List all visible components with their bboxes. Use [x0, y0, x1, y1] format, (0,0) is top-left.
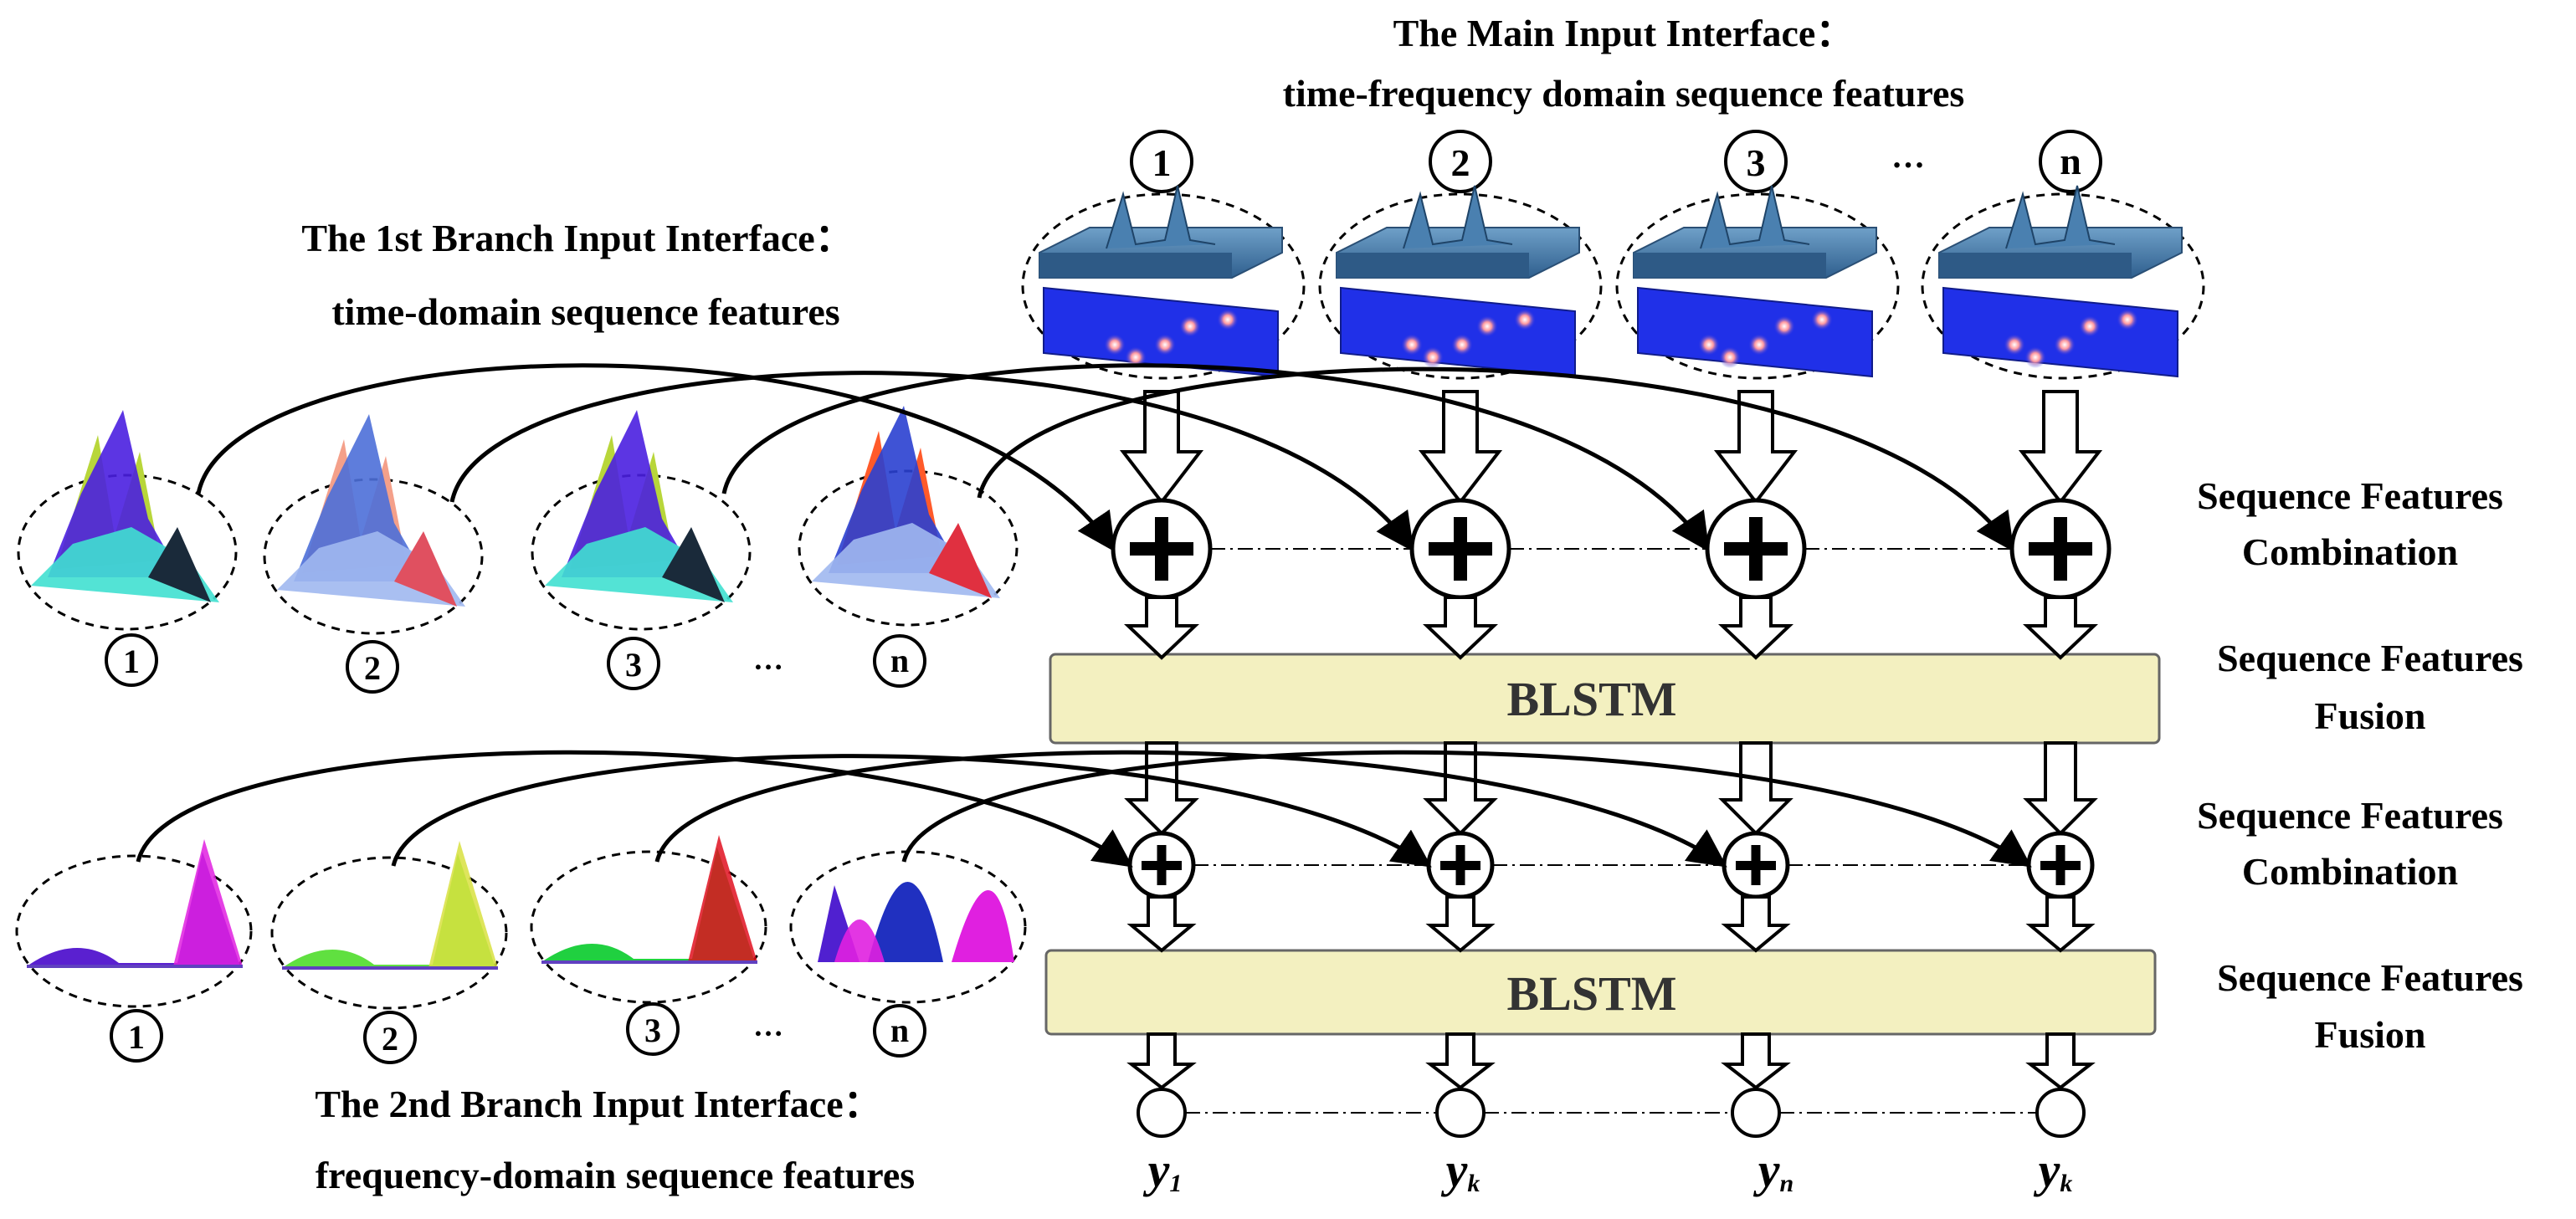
main-ellipsis: … [1891, 137, 1925, 175]
branch2-ellipsis: … [753, 1009, 783, 1042]
combination1-line1: Sequence Features [2197, 474, 2503, 517]
output-labels: y1 yk yn yk [1143, 1143, 2073, 1197]
branch1-ellipsis: … [753, 643, 783, 676]
main-number-2: 2 [1451, 141, 1470, 184]
arrow-blstm2-to-output-4 [2025, 1032, 2096, 1090]
arrow-main-to-combination1-2 [1418, 390, 1503, 505]
arrow-combination1-to-blstm1-4 [2022, 596, 2099, 660]
fusion1-line1: Sequence Features [2217, 637, 2523, 679]
arrow-blstm2-to-output-3 [1721, 1032, 1791, 1090]
main-thumbnail-3 [1615, 185, 1900, 380]
main-input-thumbnails [1021, 185, 2205, 380]
arrow-combination2-to-blstm2-4 [2025, 895, 2096, 953]
blstm-label-2: BLSTM [1506, 966, 1676, 1021]
branch2-number-2: 2 [382, 1020, 398, 1058]
main-input-subtitle: time-frequency domain sequence features [1283, 72, 1965, 115]
branch2-number-3: 3 [644, 1012, 661, 1049]
branch2-number-n: n [890, 1012, 909, 1049]
main-input-numbers: 1 2 3 … n [1130, 130, 2102, 193]
main-thumbnail-4 [1921, 185, 2205, 380]
flow-structure [1044, 390, 2161, 1138]
combination2-line2: Combination [2242, 850, 2458, 893]
blstm-label-1: BLSTM [1506, 672, 1676, 726]
branch1-thumbnail-2 [263, 414, 484, 635]
arrow-combination1-to-blstm1-1 [1123, 596, 1200, 660]
main-input-title: The Main Input Interface： [1393, 12, 1855, 54]
branch2-subtitle: frequency-domain sequence features [316, 1154, 915, 1196]
connector-branch1-4 [977, 366, 2014, 552]
arrow-combination1-to-blstm1-3 [1717, 596, 1794, 660]
main-number-3: 3 [1747, 141, 1766, 184]
arrow-blstm2-to-output-1 [1126, 1032, 1197, 1090]
connector-branch2-2 [391, 754, 1432, 868]
fusion1-line2: Fusion [2315, 694, 2426, 737]
fusion2-line1: Sequence Features [2217, 956, 2523, 999]
branch1-number-n: n [890, 642, 909, 679]
output-label-3: yn [1753, 1143, 1793, 1197]
output-node-3 [1731, 1088, 1781, 1138]
arrow-blstm1-to-combination2-3 [1718, 741, 1793, 836]
main-thumbnail-1 [1021, 185, 1306, 380]
branch1-thumbnail-1 [17, 410, 238, 631]
branch1-number-1: 1 [123, 643, 140, 680]
connector-branch2-3 [654, 750, 1727, 868]
branch2-number-1: 1 [128, 1018, 145, 1056]
arrow-blstm2-to-output-2 [1425, 1032, 1496, 1090]
branch2-numbers: 1 2 3 … n [110, 1002, 926, 1064]
main-thumbnail-2 [1318, 185, 1603, 380]
branch2-thumbnail-2 [270, 841, 508, 1010]
branch2-thumbnails [15, 835, 1027, 1010]
connector-branch2-1 [136, 750, 1133, 868]
branch1-number-3: 3 [625, 646, 642, 684]
branch2-thumbnail-4 [789, 850, 1027, 1004]
main-number-n: n [2060, 140, 2081, 182]
output-label-4: yk [2034, 1143, 2073, 1197]
arrow-blstm1-to-combination2-4 [2023, 741, 2098, 836]
arrow-main-to-combination1-4 [2018, 390, 2103, 505]
blstm-block-1 [1049, 653, 2161, 745]
fusion2-line2: Fusion [2315, 1013, 2426, 1056]
output-label-1: y1 [1143, 1143, 1183, 1197]
branch1-numbers: 1 2 3 … n [105, 633, 926, 694]
branch1-thumbnails [17, 406, 1019, 635]
arrow-blstm1-to-combination2-1 [1124, 741, 1199, 836]
output-node-4 [2035, 1088, 2086, 1138]
arrow-combination2-to-blstm2-3 [1721, 895, 1791, 953]
connector-branch1-2 [449, 371, 1414, 552]
branch1-thumbnail-3 [531, 410, 752, 631]
branch1-number-2: 2 [364, 649, 381, 687]
branch1-thumbnail-4 [798, 406, 1019, 627]
connector-branch1-3 [721, 363, 1710, 552]
arrow-combination2-to-blstm2-1 [1126, 895, 1197, 953]
branch2-thumbnail-1 [15, 839, 253, 1008]
combination2-line1: Sequence Features [2197, 794, 2503, 837]
output-node-2 [1435, 1088, 1486, 1138]
side-labels: Sequence Features Combination Sequence F… [2197, 474, 2523, 1056]
arrow-combination1-to-blstm1-2 [1422, 596, 1499, 660]
arrow-blstm1-to-combination2-2 [1423, 741, 1498, 836]
arrow-main-to-combination1-1 [1119, 390, 1204, 505]
combination1-line2: Combination [2242, 530, 2458, 573]
arrow-main-to-combination1-3 [1713, 390, 1799, 505]
branch2-thumbnail-3 [530, 835, 767, 1004]
branch-connectors [136, 363, 2032, 868]
main-number-1: 1 [1152, 141, 1172, 184]
blstm-block-2 [1044, 949, 2157, 1036]
connector-branch2-4 [901, 750, 2032, 868]
branch1-subtitle: time-domain sequence features [331, 290, 839, 333]
output-label-2: yk [1441, 1143, 1480, 1197]
arrow-combination2-to-blstm2-2 [1425, 895, 1496, 953]
branch1-title: The 1st Branch Input Interface： [301, 217, 853, 259]
output-node-1 [1137, 1088, 1187, 1138]
branch2-title: The 2nd Branch Input Interface： [315, 1083, 881, 1125]
